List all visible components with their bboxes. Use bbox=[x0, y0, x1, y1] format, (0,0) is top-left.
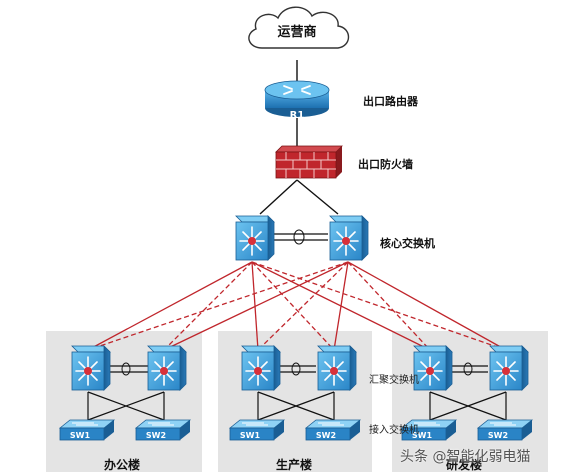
access-switch-production-2-icon: SW2 bbox=[305, 419, 361, 441]
svg-text:SW2: SW2 bbox=[146, 431, 166, 440]
core-stack-link bbox=[270, 229, 328, 245]
router-icon: R1 bbox=[264, 80, 330, 121]
svg-text:SW1: SW1 bbox=[240, 431, 261, 440]
firewall-icon bbox=[275, 145, 343, 179]
isp-label: 运营商 bbox=[277, 24, 316, 40]
cloud-icon: 运营商 bbox=[248, 6, 350, 49]
access-switch-production-1-icon: SW1 bbox=[229, 419, 285, 441]
core-switch-label: 核心交换机 bbox=[380, 237, 435, 250]
router-label: 出口路由器 bbox=[363, 95, 418, 108]
svg-text:SW1: SW1 bbox=[412, 431, 433, 440]
access-switch-office-1-icon: SW1 bbox=[59, 419, 115, 441]
building-production-name: 生产楼 bbox=[276, 458, 313, 472]
router-name: R1 bbox=[290, 110, 305, 121]
agg-switch-office-2-icon bbox=[147, 345, 187, 391]
building-rd-name: 研发楼 bbox=[446, 458, 483, 472]
core-aggregation-links bbox=[87, 261, 507, 351]
aggregation-switch-label: 汇聚交换机 bbox=[369, 375, 419, 386]
access-switch-office-2-icon: SW2 bbox=[135, 419, 191, 441]
firewall-label: 出口防火墙 bbox=[358, 158, 413, 171]
access-switch-rd-1-icon: SW1 bbox=[401, 419, 457, 441]
building-links-office bbox=[87, 362, 165, 421]
uplink-lines bbox=[259, 60, 339, 215]
building-links-production bbox=[257, 362, 335, 421]
core-switch-1-icon bbox=[235, 215, 275, 261]
building-links-rd bbox=[429, 362, 507, 421]
agg-switch-rd-1-icon bbox=[413, 345, 453, 391]
core-switch-2-icon bbox=[329, 215, 369, 261]
building-office-name: 办公楼 bbox=[104, 458, 141, 472]
watermark: 头条 @智能化弱电猫 bbox=[400, 449, 531, 465]
access-switch-rd-2-icon: SW2 bbox=[477, 419, 533, 441]
agg-switch-production-2-icon bbox=[317, 345, 357, 391]
agg-switch-rd-2-icon bbox=[489, 345, 529, 391]
access-switch-label: 接入交换机 bbox=[369, 425, 419, 436]
svg-text:SW1: SW1 bbox=[70, 431, 91, 440]
core-aggregation-backup-links bbox=[87, 261, 507, 351]
agg-switch-office-1-icon bbox=[71, 345, 111, 391]
agg-switch-production-1-icon bbox=[241, 345, 281, 391]
svg-text:SW2: SW2 bbox=[488, 431, 508, 440]
svg-text:SW2: SW2 bbox=[316, 431, 336, 440]
